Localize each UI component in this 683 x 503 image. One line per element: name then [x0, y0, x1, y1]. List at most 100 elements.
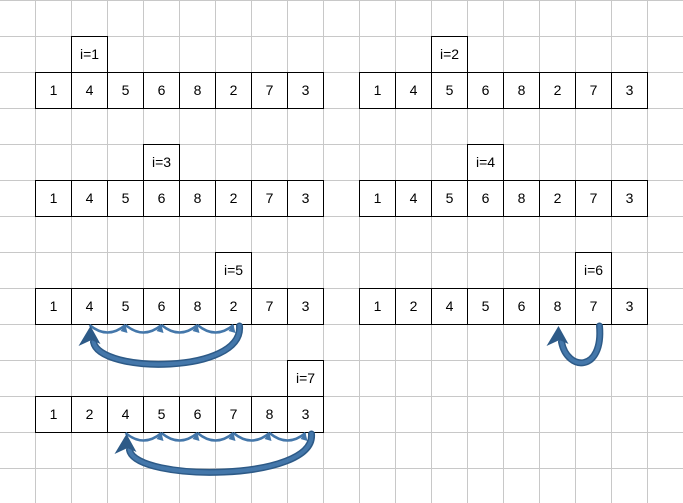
- array-cell: [287, 396, 324, 433]
- insertion-arrow-highlight: [91, 324, 242, 367]
- array-cell: [539, 72, 576, 109]
- index-marker-label: i=4: [476, 154, 495, 170]
- array-cell: [215, 288, 252, 325]
- index-marker-box: [71, 36, 108, 73]
- array-cell-value: 2: [230, 190, 238, 206]
- array-cell: [251, 396, 288, 433]
- array-cell: [215, 396, 252, 433]
- index-marker-box: [467, 144, 504, 181]
- shift-arc: [160, 324, 199, 334]
- array-cell: [539, 180, 576, 217]
- shift-arc-head: [300, 433, 308, 441]
- array-cell-value: 2: [230, 298, 238, 314]
- array-cell-value: 1: [374, 298, 382, 314]
- array-cell-value: 5: [446, 190, 454, 206]
- shift-arc: [124, 324, 163, 334]
- array-cell: [575, 72, 612, 109]
- array-cell-value: 3: [302, 82, 310, 98]
- array-cell-value: 2: [86, 406, 94, 422]
- shift-arc-head: [264, 433, 272, 441]
- array-cell: [71, 396, 108, 433]
- index-marker-label: i=7: [296, 370, 315, 386]
- array-cell-value: 4: [410, 190, 418, 206]
- array-cell-value: 4: [446, 298, 454, 314]
- array-cell: [395, 180, 432, 217]
- array-cell-value: 5: [158, 406, 166, 422]
- array-cell: [395, 72, 432, 109]
- array-cell: [359, 180, 396, 217]
- array-cell-value: 6: [158, 82, 166, 98]
- array-cell: [107, 396, 144, 433]
- index-marker-box: [215, 252, 252, 289]
- array-cell: [611, 72, 648, 109]
- array-cell: [71, 180, 108, 217]
- array-cell: [179, 180, 216, 217]
- array-cell-value: 8: [194, 82, 202, 98]
- array-cell: [143, 180, 180, 217]
- array-cell-value: 6: [158, 190, 166, 206]
- array-cell: [107, 72, 144, 109]
- array-cell-value: 8: [554, 298, 562, 314]
- array-cell-value: 5: [122, 82, 130, 98]
- array-cell: [71, 72, 108, 109]
- array-cell: [35, 72, 72, 109]
- shift-arc: [196, 432, 235, 442]
- array-cell-value: 3: [626, 298, 634, 314]
- array-cell-value: 6: [482, 82, 490, 98]
- array-cell-value: 7: [266, 190, 274, 206]
- array-cell-value: 8: [194, 190, 202, 206]
- index-marker-label: i=2: [440, 46, 459, 62]
- array-cell: [107, 180, 144, 217]
- array-cell-value: 8: [194, 298, 202, 314]
- array-cell: [503, 180, 540, 217]
- index-marker-label: i=1: [80, 46, 99, 62]
- array-cell-value: 6: [158, 298, 166, 314]
- array-cell-value: 8: [266, 406, 274, 422]
- array-cell-value: 1: [374, 190, 382, 206]
- index-marker-label: i=3: [152, 154, 171, 170]
- array-cell: [35, 180, 72, 217]
- array-cell-value: 3: [302, 190, 310, 206]
- array-cell-value: 6: [518, 298, 526, 314]
- array-cell-value: 2: [554, 190, 562, 206]
- array-cell: [179, 396, 216, 433]
- array-cell-value: 2: [230, 82, 238, 98]
- shift-arc-head: [192, 433, 200, 441]
- array-cell-value: 4: [122, 406, 130, 422]
- array-cell: [179, 288, 216, 325]
- array-cell-value: 7: [266, 82, 274, 98]
- array-cell: [467, 288, 504, 325]
- array-cell: [215, 180, 252, 217]
- index-marker-label: i=5: [224, 262, 243, 278]
- array-cell-value: 1: [50, 82, 58, 98]
- shift-arc: [196, 324, 235, 334]
- array-cell: [539, 288, 576, 325]
- array-cell-value: 7: [590, 82, 598, 98]
- array-cell: [431, 288, 468, 325]
- array-cell: [251, 72, 288, 109]
- index-marker-box: [431, 36, 468, 73]
- array-cell-value: 7: [590, 190, 598, 206]
- index-marker-box: [143, 144, 180, 181]
- array-cell-value: 7: [230, 406, 238, 422]
- array-cell-value: 7: [590, 298, 598, 314]
- array-cell: [287, 288, 324, 325]
- array-cell-value: 6: [482, 190, 490, 206]
- shift-arc: [232, 432, 271, 442]
- array-cell: [143, 288, 180, 325]
- insertion-arrowhead: [78, 326, 101, 346]
- array-cell-value: 2: [410, 298, 418, 314]
- array-cell-value: 3: [302, 406, 310, 422]
- array-cell-value: 5: [446, 82, 454, 98]
- shift-arc-head: [120, 325, 128, 333]
- index-marker-box: [575, 252, 612, 289]
- shift-arc-head: [156, 433, 164, 441]
- shift-arc: [160, 432, 199, 442]
- array-cell: [611, 288, 648, 325]
